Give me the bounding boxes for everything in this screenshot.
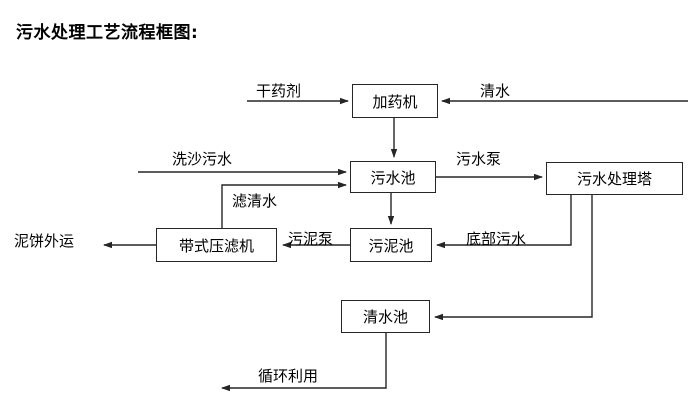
page-title: 污水处理工艺流程框图: [16,23,199,43]
node-label: 带式压滤机 [178,236,254,255]
edge-label-bottom-sewage: 底部污水 [466,230,527,248]
edge-label-clean-water-inlet: 清水 [480,82,511,100]
edge-clean-water-recycle [221,333,387,392]
node-label: 污水池 [370,168,416,187]
node-label: 污泥池 [368,236,414,255]
edge-label-sludge-pump: 污泥泵 [288,230,334,248]
node-treatment-tower[interactable]: 污水处理塔 [546,162,683,195]
edge-filtrate-to-sewage-pool [221,181,347,228]
node-label: 加药机 [372,92,418,111]
edge-tower-to-clean-water-pool [434,195,593,321]
node-sewage-pool[interactable]: 污水池 [350,161,436,193]
node-clean-water-pool[interactable]: 清水池 [341,300,430,333]
node-belt-filter-press[interactable]: 带式压滤机 [156,228,277,262]
terminal-label-mud-cake-out: 泥饼外运 [14,232,75,250]
edge-label-sand-wash-sewage: 洗沙污水 [172,150,233,168]
edge-label-recycle-use: 循环利用 [258,367,319,385]
edge-label-sewage-pump: 污水泵 [456,150,502,168]
node-label: 污水处理塔 [576,170,652,188]
edge-label-dry-reagent: 干药剂 [256,82,302,100]
node-label: 清水池 [362,308,408,326]
edge-tower-to-sludge-pool [436,195,572,249]
node-dosing-machine[interactable]: 加药机 [352,84,438,118]
edge-label-filtrate-water: 滤清水 [232,192,278,210]
node-sludge-pool[interactable]: 污泥池 [350,228,432,262]
